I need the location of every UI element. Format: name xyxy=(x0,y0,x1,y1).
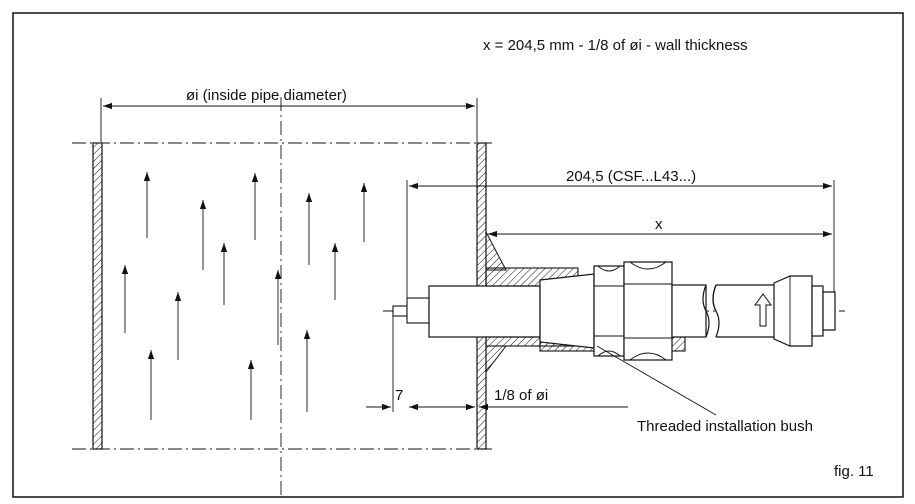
left-pipe-wall xyxy=(92,142,103,450)
weld-bottom xyxy=(485,345,508,374)
direction-arrow-icon xyxy=(754,293,772,327)
bush-callout-label: Threaded installation bush xyxy=(637,418,813,435)
flow-sensor xyxy=(392,261,836,361)
flow-arrows xyxy=(121,172,368,420)
eighth-diameter-label: 1/8 of øi xyxy=(494,387,548,404)
figure-frame xyxy=(12,12,904,498)
weld-top xyxy=(485,231,507,271)
inside-diameter-label: øi (inside pipe diameter) xyxy=(186,87,347,104)
x-label: x xyxy=(655,216,663,233)
connector-head xyxy=(773,275,813,347)
hex-nut xyxy=(623,261,673,361)
offset-dimensions: 7 1/8 of øi xyxy=(366,316,628,412)
x-dimension: x xyxy=(488,216,832,238)
inside-diameter-dimension: øi (inside pipe diameter) xyxy=(100,87,478,142)
probe-body xyxy=(428,285,541,338)
bush-leader-line xyxy=(596,345,717,416)
figure-label: fig. 11 xyxy=(834,463,874,480)
formula-text: x = 204,5 mm - 1/8 of øi - wall thicknes… xyxy=(483,37,748,54)
total-length-label: 204,5 (CSF...L43...) xyxy=(566,168,696,185)
total-length-dimension: 204,5 (CSF...L43...) xyxy=(406,168,835,298)
hex-nut xyxy=(593,265,625,357)
offset-label: 7 xyxy=(395,387,403,404)
